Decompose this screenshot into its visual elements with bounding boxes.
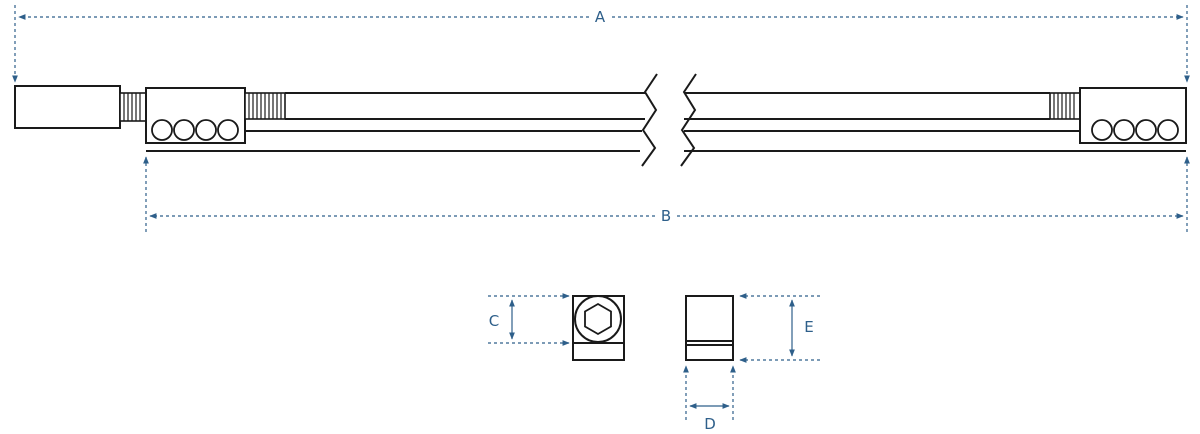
hexagon-socket (584, 302, 612, 336)
dimension-b (143, 156, 1190, 232)
end-view-nut (572, 295, 625, 361)
rod-left-section (146, 92, 645, 152)
dimension-c (488, 293, 570, 346)
dimension-a (12, 5, 1190, 83)
left-roller-block (145, 87, 246, 144)
left-thread (119, 92, 147, 122)
side-view-block (685, 295, 734, 361)
left-inner-thread (244, 92, 286, 120)
dimension-d (683, 365, 736, 420)
break-mark-left (641, 73, 658, 167)
left-rollers (151, 119, 239, 141)
dimension-e-label: E (804, 318, 813, 336)
dimension-b-label: B (661, 207, 671, 225)
right-rollers (1091, 119, 1179, 141)
right-inner-thread (1049, 92, 1081, 120)
rod-right-section (684, 92, 1186, 152)
dimension-c-label: C (489, 312, 499, 330)
dimension-e (739, 293, 820, 363)
dimension-d-label: D (704, 415, 716, 433)
rod-assembly (14, 73, 1187, 167)
dimension-a-label: A (595, 8, 606, 26)
left-end-cap (14, 85, 121, 129)
side-view-body (685, 295, 734, 361)
